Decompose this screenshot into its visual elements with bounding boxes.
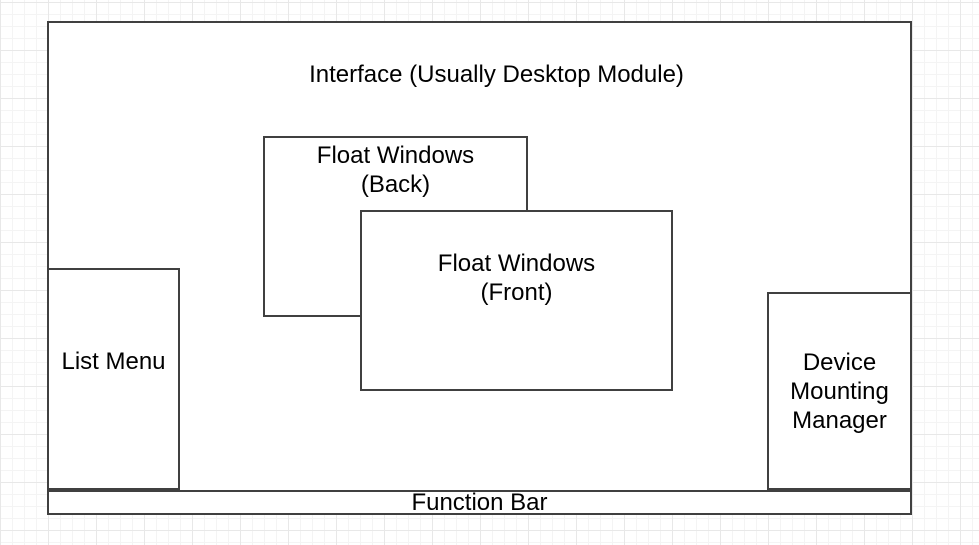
- function-bar-label: Function Bar: [411, 489, 548, 516]
- device-mounting-manager-box[interactable]: Device Mounting Manager: [767, 292, 912, 490]
- device-mounting-manager-label: Device Mounting Manager: [790, 348, 889, 434]
- function-bar-box[interactable]: Function Bar: [47, 490, 912, 515]
- interface-label: Interface (Usually Desktop Module): [309, 61, 684, 88]
- float-windows-front-label: Float Windows (Front): [437, 250, 596, 306]
- float-windows-front-box[interactable]: Float Windows (Front): [360, 210, 673, 391]
- list-menu-label: List Menu: [61, 348, 166, 375]
- list-menu-box[interactable]: List Menu: [47, 268, 180, 490]
- float-windows-back-label: Float Windows (Back): [316, 142, 475, 198]
